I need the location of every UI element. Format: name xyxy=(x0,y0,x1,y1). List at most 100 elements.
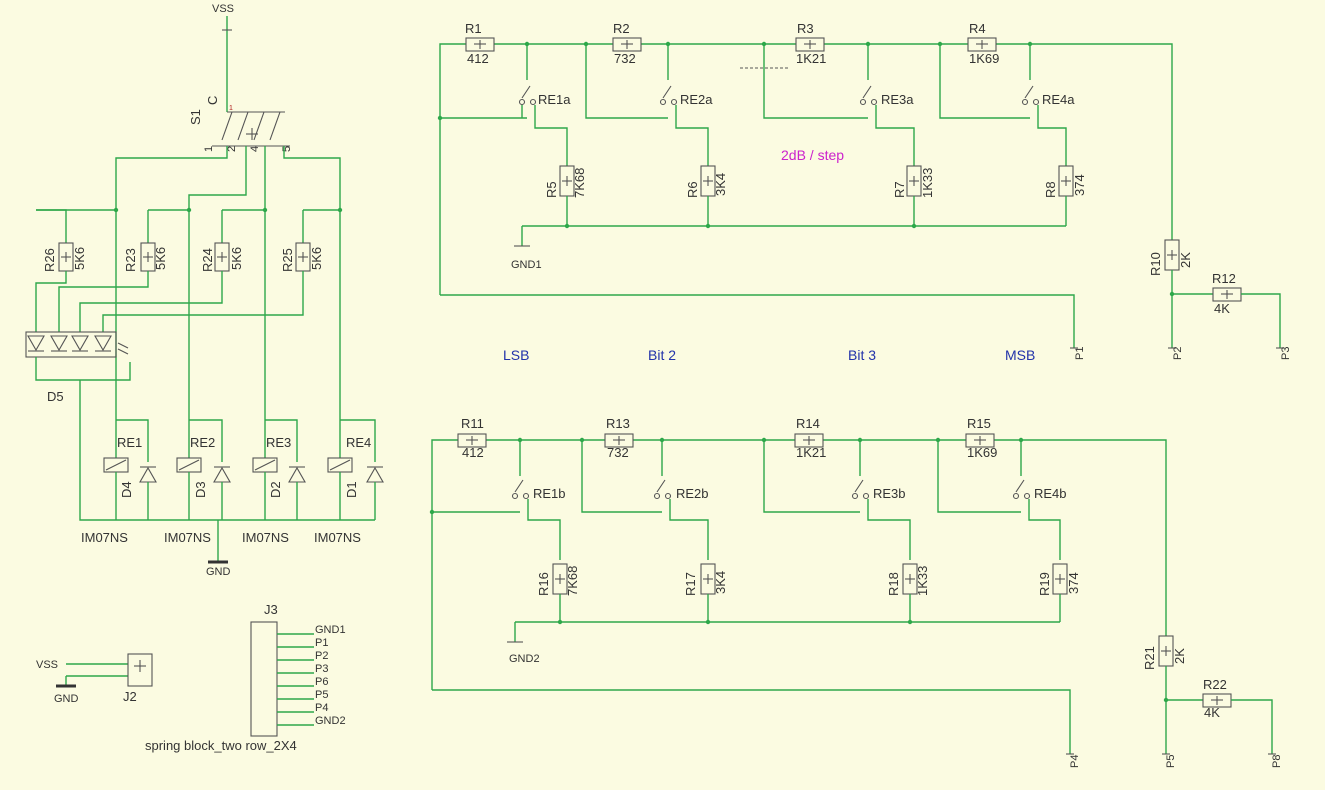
re3-label: RE3 xyxy=(266,435,291,450)
bottom-attenuator: R11 412 R13 732 R14 1K21 R15 1K69 RE1b xyxy=(429,416,1283,768)
r25-label: R25 xyxy=(280,248,295,272)
r21-label: R21 xyxy=(1142,646,1157,670)
r23-value: 5K6 xyxy=(153,247,168,270)
j3-pin-2: P1 xyxy=(315,637,328,649)
re3b-label: RE3b xyxy=(873,486,906,501)
s1-common-label: C xyxy=(205,96,220,105)
relay-re4: RE4 D1 IM07NS xyxy=(314,419,384,545)
r17-label: R17 xyxy=(683,572,698,596)
j3-pin-5: P6 xyxy=(315,676,328,688)
d3-label: D3 xyxy=(193,481,208,498)
port-p1: P1 xyxy=(1070,347,1086,360)
re1-label: RE1 xyxy=(117,435,142,450)
r26-value: 5K6 xyxy=(72,247,87,270)
r13-value: 732 xyxy=(607,445,629,460)
r13-label: R13 xyxy=(606,416,630,431)
switch-s1: S1 C 1 1 2 4 5 xyxy=(188,96,293,152)
s1-label: S1 xyxy=(188,109,203,125)
p8-label: P8 xyxy=(1271,755,1283,768)
gnd-symbol: GND xyxy=(206,520,231,578)
p3-label: P3 xyxy=(1280,347,1292,360)
resistor-r25: R25 5K6 xyxy=(102,210,324,332)
r15-value: 1K69 xyxy=(967,445,997,460)
resistor-r15: R15 1K69 xyxy=(965,416,997,460)
r4-value: 1K69 xyxy=(969,51,999,66)
port-p4: P4 xyxy=(1066,753,1081,768)
re3-model: IM07NS xyxy=(242,530,289,545)
r19-label: R19 xyxy=(1037,572,1052,596)
r3-label: R3 xyxy=(797,21,814,36)
r14-value: 1K21 xyxy=(796,445,826,460)
s1-pin2: 2 xyxy=(226,146,238,152)
r1-value: 412 xyxy=(467,51,489,66)
r3-value: 1K21 xyxy=(796,51,826,66)
step-note: 2dB / step xyxy=(781,147,844,163)
resistor-r2: R2 732 xyxy=(612,21,642,66)
re1-model: IM07NS xyxy=(81,530,128,545)
j3-pin-8: GND2 xyxy=(315,715,346,727)
r7-value: 1K33 xyxy=(920,168,935,198)
r15-label: R15 xyxy=(967,416,991,431)
r22-label: R22 xyxy=(1203,677,1227,692)
p5-label: P5 xyxy=(1165,755,1177,768)
top-attenuator: R1 412 R2 732 R3 1K21 R4 1K69 xyxy=(437,21,1292,360)
r10-value: 2K xyxy=(1178,252,1193,268)
r11-value: 412 xyxy=(462,445,484,460)
d5-label: D5 xyxy=(47,389,64,404)
r8-value: 374 xyxy=(1072,174,1087,196)
r18-value: 1K33 xyxy=(915,566,930,596)
r5-label: R5 xyxy=(544,181,559,198)
svg-text:1: 1 xyxy=(229,105,233,112)
r16-label: R16 xyxy=(536,572,551,596)
re2-model: IM07NS xyxy=(164,530,211,545)
gnd1-label: GND1 xyxy=(511,259,542,271)
j3-caption: spring block_two row_2X4 xyxy=(145,738,297,753)
r17-value: 3K4 xyxy=(713,571,728,594)
j3-pin-6: P5 xyxy=(315,689,328,701)
r6-label: R6 xyxy=(685,181,700,198)
contact-re3b: RE3b xyxy=(851,440,911,560)
lsb-label: LSB xyxy=(503,347,529,363)
vss-label: VSS xyxy=(212,3,234,15)
gnd-label: GND xyxy=(206,566,231,578)
relay-re3: RE3 D2 IM07NS xyxy=(242,419,306,545)
resistor-r11: R11 412 xyxy=(457,416,487,460)
resistor-r22: R22 4K xyxy=(1166,677,1273,754)
port-p2: P2 xyxy=(1168,347,1184,360)
re2a-label: RE2a xyxy=(680,92,713,107)
d2-label: D2 xyxy=(268,481,283,498)
port-p5: P5 xyxy=(1162,753,1177,768)
relay-re2: RE2 D3 IM07NS xyxy=(164,419,231,545)
r6-value: 3K4 xyxy=(713,173,728,196)
re4-model: IM07NS xyxy=(314,530,361,545)
re1a-label: RE1a xyxy=(538,92,571,107)
r4-label: R4 xyxy=(969,21,986,36)
connector-j2: VSS GND J2 xyxy=(36,653,153,705)
re2-label: RE2 xyxy=(190,435,215,450)
r16-value: 7K68 xyxy=(565,566,580,596)
j2-gnd-label: GND xyxy=(54,693,79,705)
resistor-r14: R14 1K21 xyxy=(794,416,826,460)
r12-value: 4K xyxy=(1214,301,1230,316)
d1-label: D1 xyxy=(344,481,359,498)
p4-label: P4 xyxy=(1069,755,1081,768)
r2-value: 732 xyxy=(614,51,636,66)
connector-j3: J3 GND1 P1 P2 P3 P6 P5 P4 GND2 spring bl… xyxy=(145,602,346,753)
resistor-r26: R26 5K6 xyxy=(35,209,87,332)
resistor-r10: R10 2K xyxy=(1148,239,1193,276)
gnd1-symbol: GND1 xyxy=(511,226,542,271)
contact-re4b: RE4b xyxy=(1012,440,1067,560)
s1-pin5: 5 xyxy=(281,146,293,152)
r11-label: R11 xyxy=(461,416,484,431)
contact-re2a: RE2a xyxy=(659,44,713,166)
r12-label: R12 xyxy=(1212,271,1236,286)
re4-label: RE4 xyxy=(346,435,371,450)
bit2-label: Bit 2 xyxy=(648,347,676,363)
gnd2-symbol: GND2 xyxy=(507,622,540,665)
r14-label: R14 xyxy=(796,416,820,431)
d4-label: D4 xyxy=(119,481,134,498)
resistor-r23: R23 5K6 xyxy=(58,210,168,332)
resistor-r21: R21 2K xyxy=(1142,635,1187,670)
